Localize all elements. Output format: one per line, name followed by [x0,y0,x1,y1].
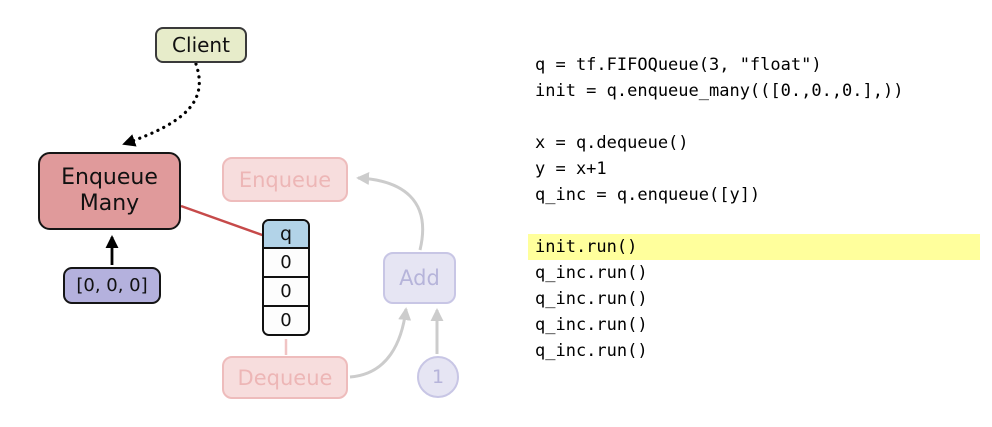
code-line: q_inc.run() [535,341,648,361]
code-line: init = q.enqueue_many(([0.,0.,0.],)) [535,81,904,101]
code-line: x = q.dequeue() [535,133,689,153]
code-line: q_inc = q.enqueue([y]) [535,185,761,205]
queue-table: q 0 0 0 [262,219,310,336]
code-line: q = tf.FIFOQueue(3, "float") [535,55,822,75]
code-line [528,208,980,234]
add-to-enqueue-arrow [356,172,425,251]
enqueue-many-label: Enqueue Many [61,164,158,216]
faded-enqueue-node: Enqueue [222,157,348,202]
faded-add-node: Add [383,252,456,304]
queue-cell: 0 [264,278,308,307]
code-line: q_inc.run() [535,263,648,283]
code-line: y = x+1 [535,159,607,179]
code-panel: q = tf.FIFOQueue(3, "float") init = q.en… [528,52,980,364]
code-line: q_inc.run() [535,289,648,309]
input-tensor-label: [0, 0, 0] [76,275,148,296]
queue-header: q [264,221,308,249]
dequeue-to-add-arrow [349,307,412,379]
code-line: q_inc.run() [535,315,648,335]
faded-dequeue-node: Dequeue [222,356,348,399]
queue-cell: 0 [264,249,308,278]
code-line [528,104,980,130]
client-label: Client [172,33,230,57]
queue-cell: 0 [264,307,308,334]
faded-add-label: Add [399,266,440,290]
client-to-enqueue-many-arrow [122,62,201,147]
faded-dequeue-label: Dequeue [237,365,333,390]
code-line: init.run() [528,234,980,260]
faded-one-label: 1 [431,366,445,388]
enqueue-many-to-queue-edge [180,204,266,238]
client-node: Client [155,27,247,63]
faded-enqueue-label: Enqueue [238,167,332,192]
enqueue-many-node: Enqueue Many [38,152,181,230]
faded-one-node: 1 [417,356,459,398]
input-tensor-node: [0, 0, 0] [63,267,161,304]
